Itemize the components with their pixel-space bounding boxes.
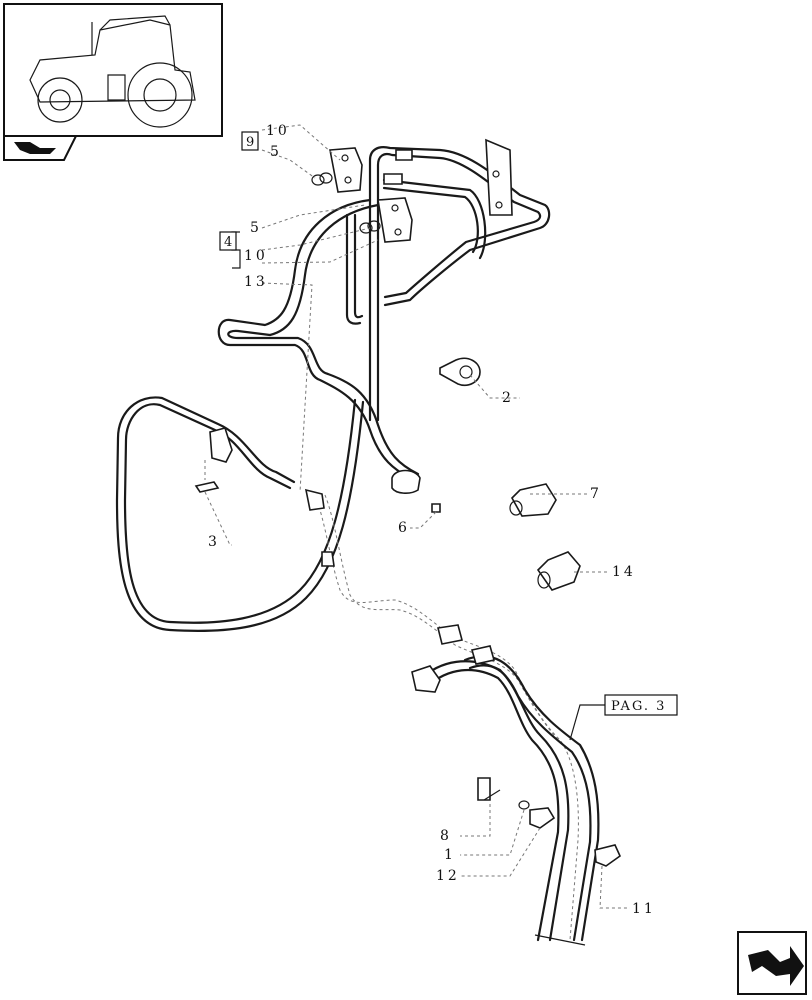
connector-13 <box>304 488 335 567</box>
o-rings <box>311 172 381 234</box>
hydraulic-pipes <box>115 146 600 946</box>
callout-5-mid: 5 <box>250 220 262 236</box>
clamp-3 <box>194 427 233 493</box>
callout-8: 8 <box>440 828 452 844</box>
callout-labels: 10 5 9 5 4 10 13 2 7 14 3 6 8 1 12 11 PA… <box>208 123 678 917</box>
callout-10-mid: 10 <box>244 248 268 264</box>
page-ref-box <box>604 694 678 716</box>
callout-1: 1 <box>444 847 456 863</box>
callout-7: 7 <box>590 486 602 502</box>
callout-9: 9 <box>246 135 254 150</box>
callout-14: 14 <box>612 564 636 580</box>
callout-2: 2 <box>502 390 514 406</box>
callout-12: 12 <box>436 868 460 884</box>
callout-6: 6 <box>398 520 410 536</box>
lower-fittings <box>411 624 622 867</box>
callout-3: 3 <box>208 534 220 550</box>
section-book-icon <box>3 135 78 161</box>
adapter-7 <box>509 483 557 517</box>
leader-lines <box>204 124 630 909</box>
callout-4-box <box>219 231 237 251</box>
callout-4: 4 <box>224 235 232 250</box>
page-ref-label[interactable]: PAG. 3 <box>611 699 666 714</box>
fitting-brackets <box>329 138 513 243</box>
callout-10-top: 10 <box>266 123 290 139</box>
adapter-14 <box>536 551 581 591</box>
tractor-thumbnail-icon <box>3 3 223 137</box>
clamp-6 <box>391 469 441 513</box>
clamp-2 <box>439 357 481 387</box>
callout-11: 11 <box>632 901 656 917</box>
callout-13: 13 <box>244 274 268 290</box>
callout-9-box <box>241 131 259 151</box>
callout-5-top: 5 <box>270 144 282 160</box>
next-page-arrow-icon[interactable] <box>737 931 807 995</box>
